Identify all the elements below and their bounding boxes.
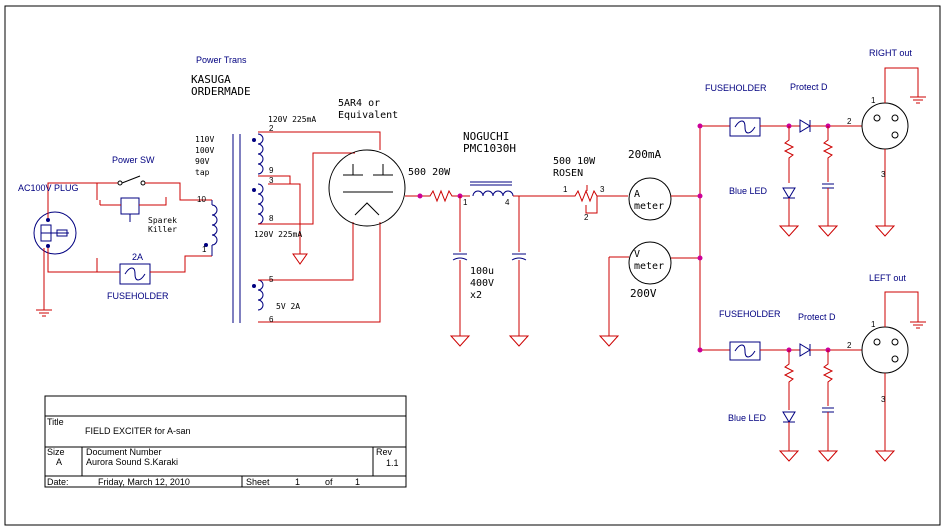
docnum-label: Document Number bbox=[86, 447, 162, 457]
xlr-right-pin-2: 2 bbox=[847, 117, 852, 126]
tube-label-1: 5AR4 or bbox=[338, 98, 380, 109]
ground-symbol bbox=[36, 309, 52, 317]
choke-label-1: NOGUCHI bbox=[463, 130, 509, 143]
ammeter bbox=[628, 177, 700, 221]
power-switch-symbol bbox=[97, 175, 197, 201]
secondary-bottom-label: 120V 225mA bbox=[254, 230, 302, 239]
cap-label-3: x2 bbox=[470, 290, 482, 301]
fuseholder-left-out-label: FUSEHOLDER bbox=[719, 309, 781, 319]
blue-led-left-label: Blue LED bbox=[728, 413, 767, 423]
docnum-value: Aurora Sound S.Karaki bbox=[86, 457, 178, 467]
voltmeter-label-1: V bbox=[634, 249, 640, 260]
secondary-winding bbox=[252, 131, 381, 323]
right-out-label: RIGHT out bbox=[869, 48, 912, 58]
title-label: Title bbox=[47, 417, 64, 427]
fuse-rating-label: 2A bbox=[132, 252, 143, 262]
sheet-value: 1 bbox=[295, 477, 300, 487]
ammeter-label-1: A bbox=[634, 189, 640, 200]
rheostat-pin-3: 3 bbox=[600, 185, 605, 194]
filament-label: 5V 2A bbox=[276, 302, 300, 311]
date-label: Date: bbox=[47, 477, 69, 487]
rectifier-tube bbox=[328, 149, 420, 227]
pin-6-label: 6 bbox=[269, 315, 274, 324]
pin-5-label: 5 bbox=[269, 275, 274, 284]
choke-inductor bbox=[470, 181, 560, 197]
tap-90-label: 90V bbox=[195, 157, 210, 166]
date-value: Friday, March 12, 2010 bbox=[98, 477, 190, 487]
ac-plug-symbol bbox=[33, 211, 77, 255]
pin-8-label: 8 bbox=[269, 214, 274, 223]
pin-10-label: 10 bbox=[197, 195, 206, 204]
voltmeter-label-2: meter bbox=[634, 261, 664, 272]
tap-100-label: 100V bbox=[195, 146, 214, 155]
fuse-symbol bbox=[97, 255, 197, 285]
fuseholder-label: FUSEHOLDER bbox=[107, 291, 169, 301]
title-block bbox=[44, 395, 407, 488]
xlr-right-pin-3: 3 bbox=[881, 170, 886, 179]
power-trans-label: Power Trans bbox=[196, 55, 247, 65]
xlr-left-pin-3: 3 bbox=[881, 395, 886, 404]
rev-label: Rev bbox=[376, 447, 393, 457]
spark-killer-symbol bbox=[99, 197, 167, 222]
spark-killer-label-1: Sparek bbox=[148, 216, 177, 225]
choke-pin-left: 1 bbox=[463, 198, 468, 207]
rheostat-label-2: ROSEN bbox=[553, 168, 583, 179]
tap-label: tap bbox=[195, 168, 210, 177]
rheostat-500-10w bbox=[560, 185, 628, 214]
protect-right-label: Protect D bbox=[790, 82, 828, 92]
ordermade-label: ORDERMADE bbox=[191, 85, 251, 98]
size-value: A bbox=[56, 457, 62, 467]
ac-plug-label: AC100V PLUG bbox=[18, 183, 79, 193]
sheet-label: Sheet bbox=[246, 477, 270, 487]
rev-value: 1.1 bbox=[386, 458, 399, 468]
title-value: FIELD EXCITER for A-san bbox=[85, 426, 191, 436]
filter-capacitor-1 bbox=[449, 196, 471, 347]
sheet-border bbox=[4, 5, 941, 526]
pin-1-label: 1 bbox=[202, 245, 207, 254]
fuseholder-right-label: FUSEHOLDER bbox=[705, 83, 767, 93]
resistor-label: 500 20W bbox=[408, 167, 451, 178]
rheostat-label-1: 500 10W bbox=[553, 156, 596, 167]
tap-110-label: 110V bbox=[195, 135, 214, 144]
voltmeter bbox=[598, 241, 700, 347]
protect-left-label: Protect D bbox=[798, 312, 836, 322]
rheostat-pin-1: 1 bbox=[563, 185, 568, 194]
left-out-label: LEFT out bbox=[869, 273, 906, 283]
primary-winding bbox=[197, 199, 218, 257]
of-value: 1 bbox=[355, 477, 360, 487]
ammeter-label-2: meter bbox=[634, 201, 664, 212]
ground-symbol bbox=[292, 253, 308, 265]
xlr-right-pin-1: 1 bbox=[871, 96, 876, 105]
spark-killer-label-2: Killer bbox=[148, 225, 177, 234]
choke-pin-right: 4 bbox=[505, 198, 510, 207]
pin-2-label: 2 bbox=[269, 124, 274, 133]
resistor-500-20w bbox=[417, 189, 470, 203]
xlr-left-pin-1: 1 bbox=[871, 320, 876, 329]
amp-rating-label: 200mA bbox=[628, 148, 661, 161]
pin-3-label: 3 bbox=[269, 176, 274, 185]
volt-rating-label: 200V bbox=[630, 287, 657, 300]
cap-label-2: 400V bbox=[470, 278, 494, 289]
size-label: Size bbox=[47, 447, 65, 457]
choke-label-2: PMC1030H bbox=[463, 142, 516, 155]
power-sw-label: Power SW bbox=[112, 155, 155, 165]
cap-label-1: 100u bbox=[470, 266, 494, 277]
xlr-left-pin-2: 2 bbox=[847, 341, 852, 350]
of-label: of bbox=[325, 477, 333, 487]
left-channel bbox=[697, 291, 926, 462]
tube-label-2: Equivalent bbox=[338, 110, 398, 121]
secondary-top-label: 120V 225mA bbox=[268, 115, 316, 124]
filter-capacitor-2 bbox=[508, 196, 530, 347]
kasuga-label: KASUGA bbox=[191, 73, 231, 86]
right-channel bbox=[697, 67, 926, 237]
rheostat-pin-2: 2 bbox=[584, 213, 589, 222]
pin-9-label: 9 bbox=[269, 166, 274, 175]
blue-led-right-label: Blue LED bbox=[729, 186, 768, 196]
